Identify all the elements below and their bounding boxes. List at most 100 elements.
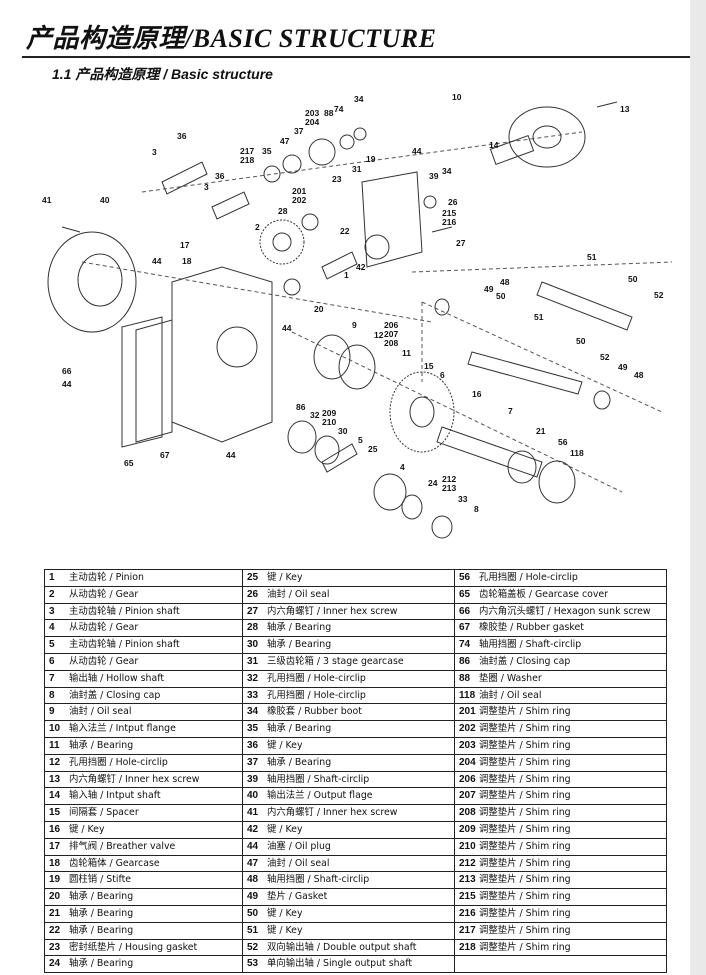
main-gearcase-shape [171, 266, 273, 443]
diagram-label-7: 7 [508, 406, 513, 416]
table-cell [454, 955, 667, 974]
diagram-label-118: 118 [570, 448, 584, 458]
part-number: 24 [49, 958, 61, 970]
part-number: 74 [459, 639, 471, 651]
part-description: 调整垫片 / Shim ring [479, 840, 571, 852]
bearing-28-shape [301, 213, 319, 231]
part-description: 调整垫片 / Shim ring [479, 706, 571, 718]
gear-6-shape [389, 371, 455, 453]
diagram-label-25: 25 [368, 444, 378, 454]
part-number: 42 [247, 823, 259, 835]
diagram-label-23: 23 [332, 174, 342, 184]
part-number: 7 [49, 672, 55, 684]
part-description: 键 / Key [267, 572, 303, 583]
part-description: 内六角螺钉 / Inner hex screw [267, 605, 398, 617]
part-description: 孔用挡圈 / Hole-circlip [69, 756, 168, 768]
part-number: 27 [247, 605, 259, 617]
bearing-11-shape [338, 344, 376, 390]
part-number: 209 [459, 823, 476, 835]
part-number: 21 [49, 907, 61, 919]
bearing-24-shape [401, 494, 423, 520]
diagram-label-36: 36 [177, 131, 187, 141]
part-number: 11 [49, 739, 60, 751]
diagram-label-48: 48 [500, 277, 510, 287]
pinion-shaft-3b-shape [211, 191, 250, 220]
gearcase-bore [364, 234, 390, 260]
diagram-label-210: 210 [322, 417, 336, 427]
part-description: 间隔套 / Spacer [69, 807, 139, 819]
diagram-label-42: 42 [356, 262, 366, 272]
diagram-label-66: 66 [62, 366, 72, 376]
diagram-label-32: 32 [310, 410, 320, 420]
diagram-label-65: 65 [124, 458, 134, 468]
part-number: 67 [459, 622, 471, 634]
part-description: 调整垫片 / Shim ring [479, 907, 571, 919]
part-description: 孔用挡圈 / Hole-circlip [479, 572, 578, 583]
diagram-label-35: 35 [262, 146, 272, 156]
part-description: 橡胶套 / Rubber boot [267, 706, 362, 718]
part-number: 17 [49, 840, 61, 852]
diagram-label-28: 28 [278, 206, 288, 216]
part-description: 双向输出轴 / Double output shaft [267, 941, 417, 953]
part-description: 键 / Key [69, 823, 105, 835]
part-description: 油封 / Oil seal [267, 857, 330, 869]
diagram-label-11: 11 [402, 348, 411, 358]
part-description: 轴承 / Bearing [267, 723, 332, 735]
axis-line-output [291, 331, 623, 493]
part-number: 204 [459, 756, 476, 768]
part-description: 轴承 / Bearing [69, 924, 134, 936]
part-number: 66 [459, 605, 471, 617]
part-number: 48 [247, 874, 259, 886]
part-number: 41 [247, 807, 259, 819]
bearing-20-shape [283, 278, 301, 296]
table-cell: 27 内六角螺钉 / Inner hex screw [242, 602, 455, 621]
diagram-label-47: 47 [280, 136, 290, 146]
diagram-label-203: 203 [305, 108, 319, 118]
seal-39-shape [423, 195, 437, 209]
diagram-label-34b: 34 [442, 166, 452, 176]
diagram-label-6: 6 [440, 370, 445, 380]
input-flange-hub [532, 125, 562, 149]
part-number: 9 [49, 706, 55, 718]
part-description: 从动齿轮 / Gear [69, 655, 139, 667]
diagram-label-56: 56 [558, 437, 568, 447]
double-output-shaft-shape [536, 281, 633, 331]
part-description: 从动齿轮 / Gear [69, 622, 139, 634]
hollow-shaft-shape [436, 426, 543, 478]
gear-6-hub [409, 396, 435, 428]
part-description: 调整垫片 / Shim ring [479, 723, 571, 735]
part-description: 排气阀 / Breather valve [69, 840, 176, 852]
gear-2-shape [259, 219, 305, 265]
part-number: 3 [49, 605, 55, 617]
bearing-30-shape [314, 435, 340, 465]
part-number: 23 [49, 941, 61, 953]
part-number: 201 [459, 706, 476, 718]
